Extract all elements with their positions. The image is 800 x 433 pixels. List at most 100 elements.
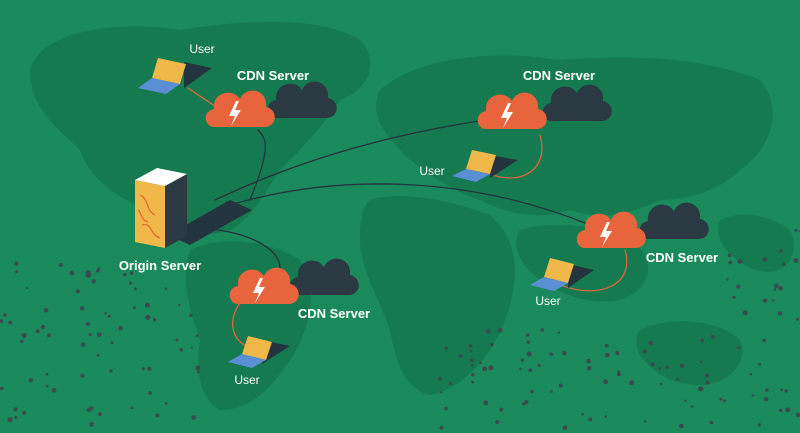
map-dot bbox=[691, 405, 694, 408]
map-dot bbox=[751, 394, 754, 397]
map-dot bbox=[45, 384, 49, 388]
map-dot bbox=[133, 287, 137, 291]
map-dot bbox=[604, 343, 609, 348]
map-dot bbox=[588, 417, 593, 422]
map-dot bbox=[558, 383, 563, 388]
map-dot bbox=[679, 423, 684, 429]
map-dot bbox=[104, 312, 107, 315]
map-dot bbox=[603, 379, 608, 385]
map-dot bbox=[530, 389, 534, 394]
map-dot bbox=[537, 363, 542, 367]
map-dot bbox=[88, 333, 92, 337]
map-dot bbox=[46, 333, 51, 338]
map-dot bbox=[495, 419, 500, 425]
user-label: User bbox=[189, 42, 214, 56]
map-dot bbox=[710, 334, 715, 339]
map-dot bbox=[470, 358, 474, 363]
map-dot bbox=[79, 306, 85, 311]
map-dot bbox=[700, 338, 704, 343]
map-dot bbox=[782, 262, 786, 266]
map-dot bbox=[164, 287, 168, 291]
cdn-server-label: CDN Server bbox=[523, 68, 595, 83]
map-dot bbox=[80, 342, 86, 347]
map-dot bbox=[778, 286, 783, 291]
map-dot bbox=[659, 382, 663, 386]
laptop-icon bbox=[228, 336, 290, 368]
map-dot bbox=[795, 412, 800, 418]
map-dot bbox=[793, 258, 799, 263]
map-dot bbox=[784, 389, 788, 393]
map-dot bbox=[118, 326, 123, 331]
user-label: User bbox=[419, 164, 444, 178]
map-dot bbox=[483, 400, 489, 406]
cloud-lightning-icon bbox=[205, 90, 275, 127]
map-dot bbox=[22, 410, 27, 415]
cloud-lightning-icon bbox=[229, 267, 299, 304]
map-dot bbox=[643, 349, 647, 354]
map-dot bbox=[133, 306, 136, 310]
map-dot bbox=[540, 328, 544, 332]
map-dot bbox=[0, 319, 4, 324]
map-dot bbox=[152, 318, 157, 322]
origin-server-label: Origin Server bbox=[119, 258, 201, 273]
map-dot bbox=[471, 373, 475, 377]
map-dot bbox=[737, 346, 741, 350]
map-dot bbox=[549, 352, 554, 357]
map-dot bbox=[96, 353, 100, 357]
map-dot bbox=[43, 308, 49, 313]
map-dot bbox=[175, 338, 179, 342]
map-dot bbox=[45, 372, 49, 376]
server-tower-icon bbox=[135, 168, 187, 248]
map-dot bbox=[69, 270, 75, 276]
map-dot bbox=[195, 365, 201, 371]
map-dot bbox=[785, 407, 791, 413]
map-dot bbox=[698, 386, 704, 392]
map-dot bbox=[562, 351, 567, 356]
map-dot bbox=[648, 341, 653, 346]
map-dot bbox=[444, 406, 448, 411]
map-dot bbox=[722, 399, 727, 403]
map-dot bbox=[485, 329, 491, 334]
origin-link-cdn-1 bbox=[249, 129, 267, 201]
map-dot bbox=[196, 370, 200, 374]
cdn-server-label: CDN Server bbox=[237, 68, 309, 83]
map-dot bbox=[438, 376, 442, 381]
map-dot bbox=[665, 365, 669, 369]
map-dot bbox=[144, 302, 150, 308]
laptop-icon bbox=[452, 150, 518, 182]
map-dot bbox=[732, 295, 736, 299]
map-dot bbox=[629, 380, 635, 386]
map-dot bbox=[699, 360, 703, 364]
map-dot bbox=[774, 283, 779, 289]
map-dot bbox=[479, 361, 482, 365]
map-dot bbox=[658, 367, 661, 370]
map-dot bbox=[727, 253, 732, 258]
map-dot bbox=[96, 269, 100, 273]
map-dot bbox=[148, 391, 153, 395]
map-dot bbox=[147, 366, 152, 371]
map-dot bbox=[191, 415, 197, 420]
map-dot bbox=[108, 314, 111, 318]
map-dot bbox=[616, 372, 621, 377]
map-dot bbox=[519, 367, 522, 371]
map-dot bbox=[0, 386, 4, 391]
map-dot bbox=[684, 399, 687, 402]
map-dot bbox=[765, 388, 769, 392]
map-dot bbox=[728, 260, 733, 265]
map-dot bbox=[550, 390, 553, 393]
map-dot bbox=[794, 228, 798, 232]
map-dot bbox=[497, 327, 503, 333]
map-dot bbox=[20, 339, 24, 344]
map-dot bbox=[777, 311, 783, 316]
map-dot bbox=[190, 346, 194, 349]
map-dot bbox=[110, 341, 114, 345]
map-dot bbox=[749, 372, 753, 376]
cdn-node-1: CDN Server User bbox=[138, 42, 337, 127]
map-dot bbox=[8, 320, 13, 325]
map-dot bbox=[562, 425, 568, 431]
origin-link-cdn-3 bbox=[229, 183, 591, 226]
map-dot bbox=[97, 412, 102, 417]
cloud-lightning-icon bbox=[477, 92, 547, 129]
map-dot bbox=[440, 390, 443, 394]
map-dot bbox=[482, 366, 487, 372]
